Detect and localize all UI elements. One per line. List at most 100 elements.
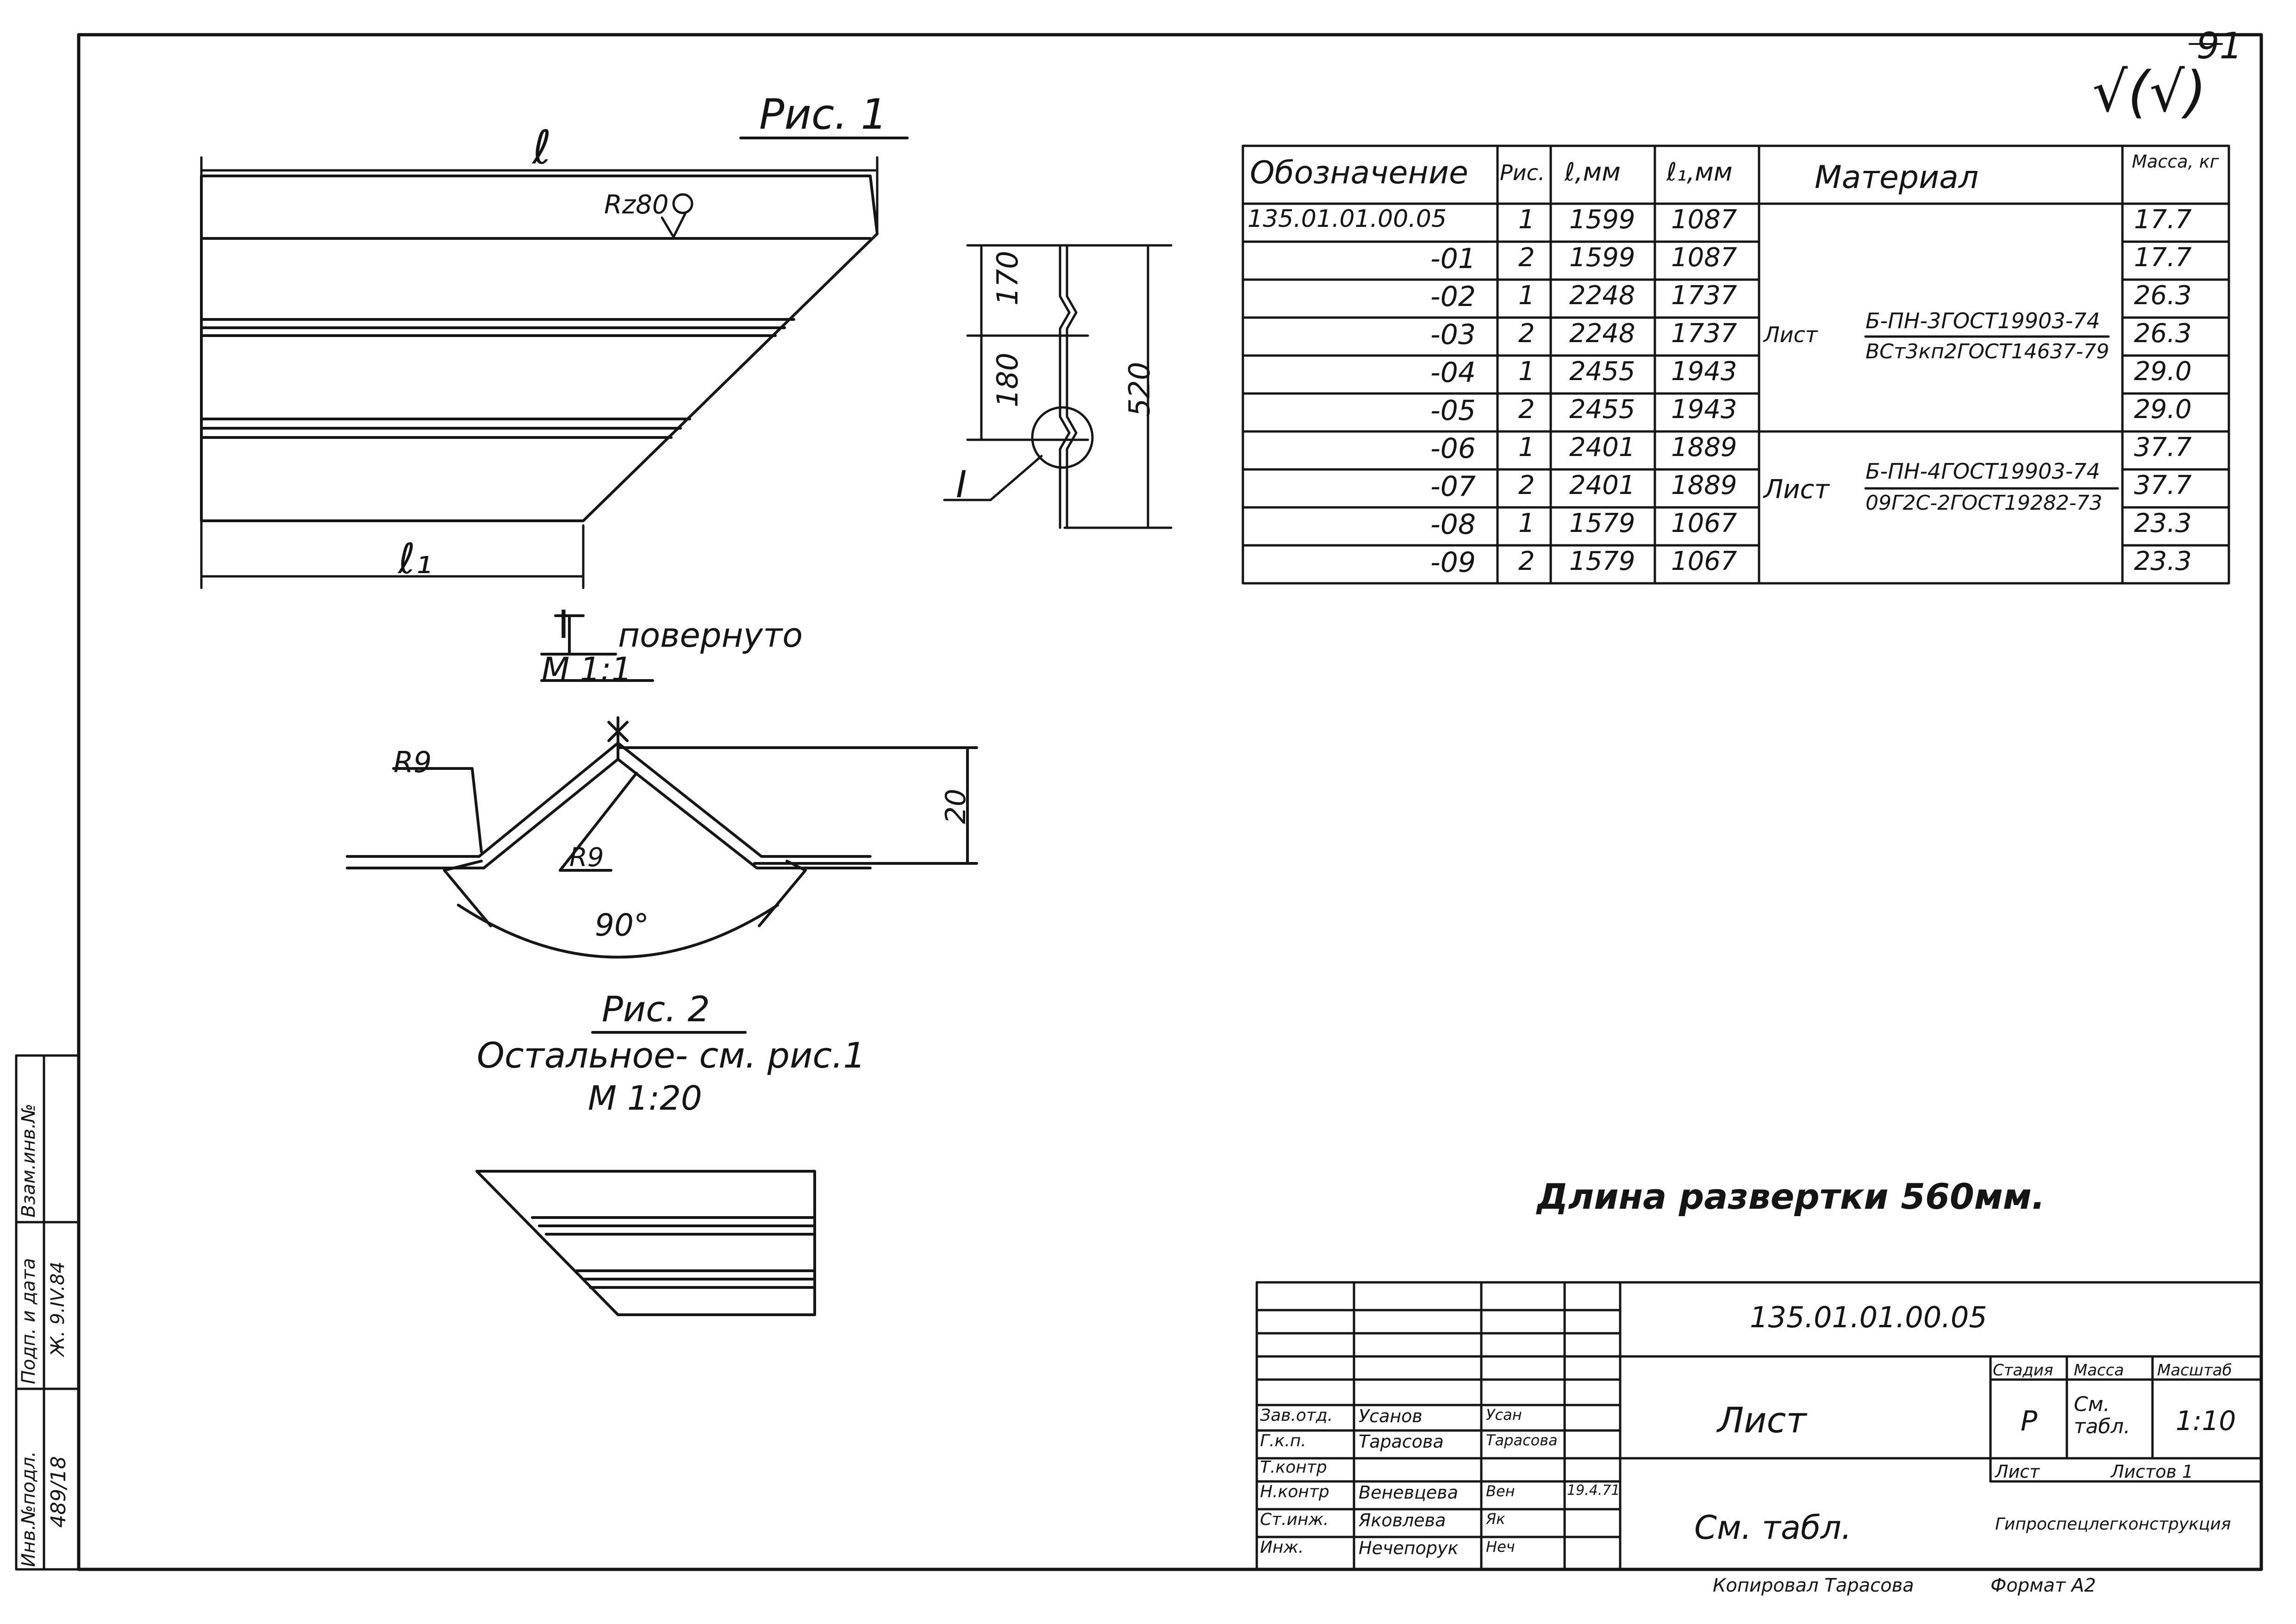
spec-cell-code: -05 bbox=[1430, 394, 1476, 427]
side-stamp-grid bbox=[15, 1054, 80, 1571]
spec-cell-code: -09 bbox=[1430, 546, 1476, 579]
spec-cell-mass: 29.0 bbox=[2134, 356, 2192, 387]
tb-name: Лист bbox=[1717, 1399, 1807, 1441]
detail-angle: 90° bbox=[595, 907, 649, 943]
unfold-note: Длина развертки 560мм. bbox=[1537, 1176, 2045, 1217]
tb-role-name: Веневцева bbox=[1359, 1482, 1458, 1503]
detail-marker: I bbox=[558, 602, 569, 647]
fig1-dim-l: ℓ bbox=[532, 120, 552, 175]
header-designation: Обозначение bbox=[1250, 155, 1468, 191]
tb-role-name: Тарасова bbox=[1359, 1431, 1444, 1452]
dim-180: 180 bbox=[991, 352, 1024, 407]
spec-cell-fig: 2 bbox=[1518, 546, 1535, 576]
spec-cell-l: 1599 bbox=[1569, 243, 1635, 273]
tb-role-sig: Вен bbox=[1486, 1482, 1515, 1500]
tb-stage: Р bbox=[2021, 1405, 2038, 1437]
dim-520: 520 bbox=[1123, 362, 1156, 417]
spec-cell-fig: 1 bbox=[1518, 356, 1535, 387]
roughness-symbol: √(√) bbox=[2092, 60, 2207, 125]
spec-cell-l: 2401 bbox=[1569, 470, 1635, 500]
spec-cell-code: -03 bbox=[1430, 319, 1476, 351]
material-a-top: Б-ПН-3ГОСТ19903-74 bbox=[1866, 308, 2100, 333]
spec-cell-l: 1599 bbox=[1569, 205, 1635, 235]
material-b-top: Б-ПН-4ГОСТ19903-74 bbox=[1866, 459, 2100, 484]
fig1-dims bbox=[200, 156, 879, 589]
header-fig: Рис. bbox=[1500, 160, 1545, 185]
spec-cell-code: -06 bbox=[1430, 432, 1476, 465]
spec-cell-mass: 17.7 bbox=[2134, 205, 2192, 235]
material-b-bottom: 09Г2С-2ГОСТ19282-73 bbox=[1866, 491, 2103, 515]
header-material: Материал bbox=[1815, 159, 1979, 196]
tb-role-name: Усанов bbox=[1359, 1406, 1423, 1426]
fig1-title: Рис. 1 bbox=[759, 90, 887, 139]
spec-cell-fig: 2 bbox=[1518, 319, 1535, 349]
spec-cell-l1: 1889 bbox=[1671, 470, 1737, 500]
spec-cell-l: 2248 bbox=[1569, 319, 1635, 349]
spec-cell-l1: 1737 bbox=[1671, 319, 1737, 349]
spec-cell-fig: 2 bbox=[1518, 470, 1535, 500]
spec-cell-l: 2455 bbox=[1569, 394, 1635, 425]
detail-scale: М 1:1 bbox=[542, 650, 632, 688]
side-sign-label: Подп. и дата bbox=[18, 1258, 39, 1384]
spec-cell-code: -08 bbox=[1430, 508, 1476, 541]
material-a-prefix: Лист bbox=[1764, 322, 1818, 347]
spec-cell-fig: 1 bbox=[1518, 432, 1535, 462]
tb-role-role: Т.контр bbox=[1260, 1458, 1327, 1477]
tb-sheets-label: Листов 1 bbox=[2111, 1462, 2194, 1482]
spec-cell-l: 1579 bbox=[1569, 508, 1635, 538]
spec-cell-mass: 37.7 bbox=[2134, 432, 2192, 462]
section-marker: I bbox=[956, 463, 967, 506]
tb-scale: 1:10 bbox=[2176, 1405, 2236, 1437]
spec-cell-l1: 1737 bbox=[1671, 281, 1737, 311]
spec-cell-fig: 2 bbox=[1518, 243, 1535, 273]
spec-cell-l1: 1943 bbox=[1671, 394, 1737, 425]
tb-sheet-label: Лист bbox=[1995, 1462, 2040, 1482]
spec-cell-fig: 1 bbox=[1518, 205, 1535, 235]
tb-scale-label: Масштаб bbox=[2157, 1361, 2232, 1380]
side-vzam-label: Взам.инв.№ bbox=[18, 1103, 39, 1218]
spec-cell-mass: 26.3 bbox=[2134, 281, 2192, 311]
tb-copied: Копировал Тарасова bbox=[1713, 1575, 1914, 1596]
tb-role-name: Яковлева bbox=[1359, 1510, 1446, 1530]
tb-role-sig: Як bbox=[1486, 1510, 1505, 1528]
spec-cell-l: 1579 bbox=[1569, 546, 1635, 576]
spec-cell-fig: 2 bbox=[1518, 394, 1535, 425]
detail-caption-lines bbox=[540, 614, 654, 682]
dim-170: 170 bbox=[991, 250, 1024, 306]
spec-cell-fig: 1 bbox=[1518, 508, 1535, 538]
tb-material: См. табл. bbox=[1694, 1509, 1852, 1547]
sheet-frame bbox=[77, 33, 2263, 1571]
fig2-note: Остальное- см. рис.1 bbox=[477, 1035, 866, 1076]
tb-role-sig: Неч bbox=[1486, 1538, 1515, 1555]
tb-role-role: Ст.инж. bbox=[1260, 1510, 1329, 1529]
spec-cell-code: -01 bbox=[1430, 243, 1476, 275]
section-view bbox=[943, 244, 1173, 529]
tb-role-name: Нечепорук bbox=[1359, 1538, 1459, 1558]
tb-format: Формат А2 bbox=[1990, 1575, 2096, 1596]
spec-cell-mass: 17.7 bbox=[2134, 243, 2192, 273]
tb-doc-code: 135.01.01.00.05 bbox=[1750, 1300, 1987, 1334]
side-sign-value: Ж. 9.IV.84 bbox=[47, 1262, 69, 1356]
fig1-roughness: Rz80 bbox=[604, 190, 669, 220]
spec-cell-mass: 23.3 bbox=[2134, 508, 2192, 538]
fig2-scale: М 1:20 bbox=[588, 1079, 702, 1118]
side-inv-value: 489/18 bbox=[47, 1456, 70, 1528]
tb-org: Гипроспецлегконструкция bbox=[1995, 1515, 2231, 1534]
spec-cell-l1: 1087 bbox=[1671, 243, 1737, 273]
detail-profile bbox=[346, 716, 978, 959]
spec-cell-code: -07 bbox=[1430, 470, 1476, 503]
tb-stage-label: Стадия bbox=[1993, 1361, 2053, 1380]
spec-cell-code: -04 bbox=[1430, 356, 1476, 389]
detail-r-outer: R9 bbox=[393, 745, 432, 779]
spec-cell-l: 2248 bbox=[1569, 281, 1635, 311]
tb-mass: См. табл. bbox=[2074, 1393, 2130, 1439]
sheet-number: 91 bbox=[2196, 25, 2243, 67]
material-a-bottom: ВСт3кп2ГОСТ14637-79 bbox=[1866, 340, 2109, 363]
spec-cell-l: 2455 bbox=[1569, 356, 1635, 387]
spec-cell-mass: 29.0 bbox=[2134, 394, 2192, 425]
spec-cell-mass: 37.7 bbox=[2134, 470, 2192, 500]
tb-role-sig: Тарасова bbox=[1486, 1431, 1558, 1449]
spec-cell-mass: 23.3 bbox=[2134, 546, 2192, 576]
fig1-part bbox=[200, 175, 879, 522]
